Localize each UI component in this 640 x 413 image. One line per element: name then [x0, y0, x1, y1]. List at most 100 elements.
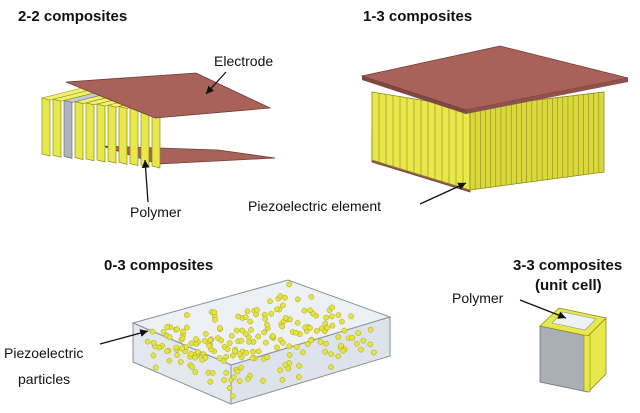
- particle-field: [144, 281, 377, 400]
- piezo-particle: [202, 331, 209, 337]
- piezo-particle: [246, 334, 252, 341]
- piezo-particle: [335, 334, 342, 340]
- piezo-particle: [269, 333, 276, 339]
- piezo-particle: [279, 302, 286, 309]
- piezo-element-arrow: [419, 182, 467, 205]
- piezo-lamella: [52, 98, 62, 158]
- piezo-particle: [329, 304, 335, 311]
- piezo-particle: [348, 313, 354, 320]
- piezo-particle: [193, 336, 199, 342]
- piezo-particle: [144, 338, 151, 345]
- piezo-particle: [323, 340, 329, 347]
- electrode-arrow: [205, 71, 227, 95]
- piezo-particle: [226, 385, 233, 391]
- piezo-particle: [340, 348, 347, 354]
- piezo-particle: [231, 348, 238, 355]
- piezo-lamella: [107, 104, 117, 164]
- piezo-element-label: Piezoelectric element: [248, 198, 381, 214]
- pillar-block: [371, 91, 605, 191]
- top-electrode-1-3-edge: [362, 76, 466, 114]
- piezo-particle: [335, 353, 342, 360]
- piezo-particle: [173, 344, 180, 351]
- piezo-particle: [307, 325, 313, 331]
- polymer-arrow-2-2: [141, 159, 150, 203]
- piezo-particle: [254, 306, 260, 313]
- piezo-particle: [328, 351, 334, 358]
- piezo-particle: [268, 310, 275, 317]
- piezo-particle: [318, 325, 325, 332]
- piezo-particle: [255, 333, 262, 340]
- piezo-particle: [184, 324, 190, 331]
- piezo-particle: [294, 296, 301, 303]
- piezo-particle: [329, 322, 336, 329]
- piezo-particle: [338, 318, 345, 325]
- piezo-particle: [224, 346, 231, 353]
- piezo-particle: [255, 348, 262, 355]
- piezo-particle: [212, 316, 218, 323]
- piezo-particle: [188, 350, 194, 357]
- polymer-label-3-3: Polymer: [452, 290, 504, 306]
- piezo-particle: [293, 329, 299, 336]
- top-electrode-2-2: [65, 72, 272, 119]
- piezo-particle: [300, 349, 306, 356]
- piezo-particle: [308, 337, 314, 344]
- piezo-particle: [338, 342, 344, 349]
- piezo-particle: [367, 341, 374, 348]
- piezo-particle: [262, 339, 269, 346]
- piezo-particle: [341, 327, 348, 334]
- top-electrode-1-3-edge2: [466, 78, 628, 114]
- piezo-lamella: [129, 107, 139, 167]
- piezo-particle: [223, 353, 230, 360]
- piezo-particle: [239, 327, 246, 334]
- piezo-particle: [301, 307, 308, 314]
- piezo-particle: [245, 376, 251, 382]
- piezo-lamella: [85, 102, 95, 162]
- piezo-particle: [174, 352, 181, 358]
- piezo-particle: [367, 326, 374, 333]
- particles-label-line1: Piezoelectric: [4, 345, 83, 361]
- panel-3-3-title-line2: (unit cell): [535, 277, 602, 294]
- polymer-layer: [63, 99, 73, 159]
- piezo-particle: [302, 324, 309, 331]
- piezo-particle: [164, 348, 170, 355]
- bottom-electrode-2-2: [101, 145, 276, 165]
- panel-0-3-composites: 0-3 composites Piezoelectric particles: [4, 257, 392, 405]
- piezo-particle: [221, 377, 227, 383]
- panel-0-3-title: 0-3 composites: [104, 257, 213, 274]
- piezo-particle: [335, 312, 342, 318]
- piezo-particle: [152, 364, 159, 371]
- piezo-particle: [216, 355, 223, 361]
- piezo-particle: [279, 323, 286, 330]
- electrode-label: Electrode: [214, 53, 273, 69]
- piezo-particle: [286, 343, 293, 350]
- piezo-particle: [233, 327, 240, 334]
- piezo-particle: [304, 341, 311, 347]
- unit-cell-front: [539, 325, 589, 393]
- piezo-particle: [207, 337, 214, 343]
- piezo-particle: [202, 354, 209, 361]
- piezo-particle: [192, 369, 199, 375]
- piezo-particle: [295, 374, 302, 380]
- piezo-particle: [206, 342, 213, 349]
- piezo-particle: [328, 364, 334, 371]
- piezo-particle: [243, 350, 250, 356]
- piezo-particle: [264, 321, 270, 328]
- particles-label-line2: particles: [18, 371, 70, 387]
- piezo-particle: [358, 346, 364, 353]
- piezo-particle: [282, 315, 289, 321]
- piezo-particle: [189, 364, 195, 370]
- piezo-particle: [218, 337, 225, 344]
- piezo-particle: [248, 327, 254, 333]
- piezo-lamella: [96, 103, 106, 163]
- piezo-particle: [174, 326, 180, 332]
- piezo-lamella: [74, 101, 84, 161]
- piezo-particle: [228, 332, 235, 339]
- piezo-particle: [179, 335, 186, 342]
- piezo-particle: [286, 352, 293, 358]
- piezo-particle: [279, 376, 286, 383]
- piezo-particle: [296, 362, 302, 369]
- unit-cell-front-strip: [583, 334, 591, 393]
- panel-3-3-title-line1: 3-3 composites: [513, 257, 622, 274]
- piezo-particle: [244, 308, 251, 315]
- piezo-particle: [180, 328, 186, 335]
